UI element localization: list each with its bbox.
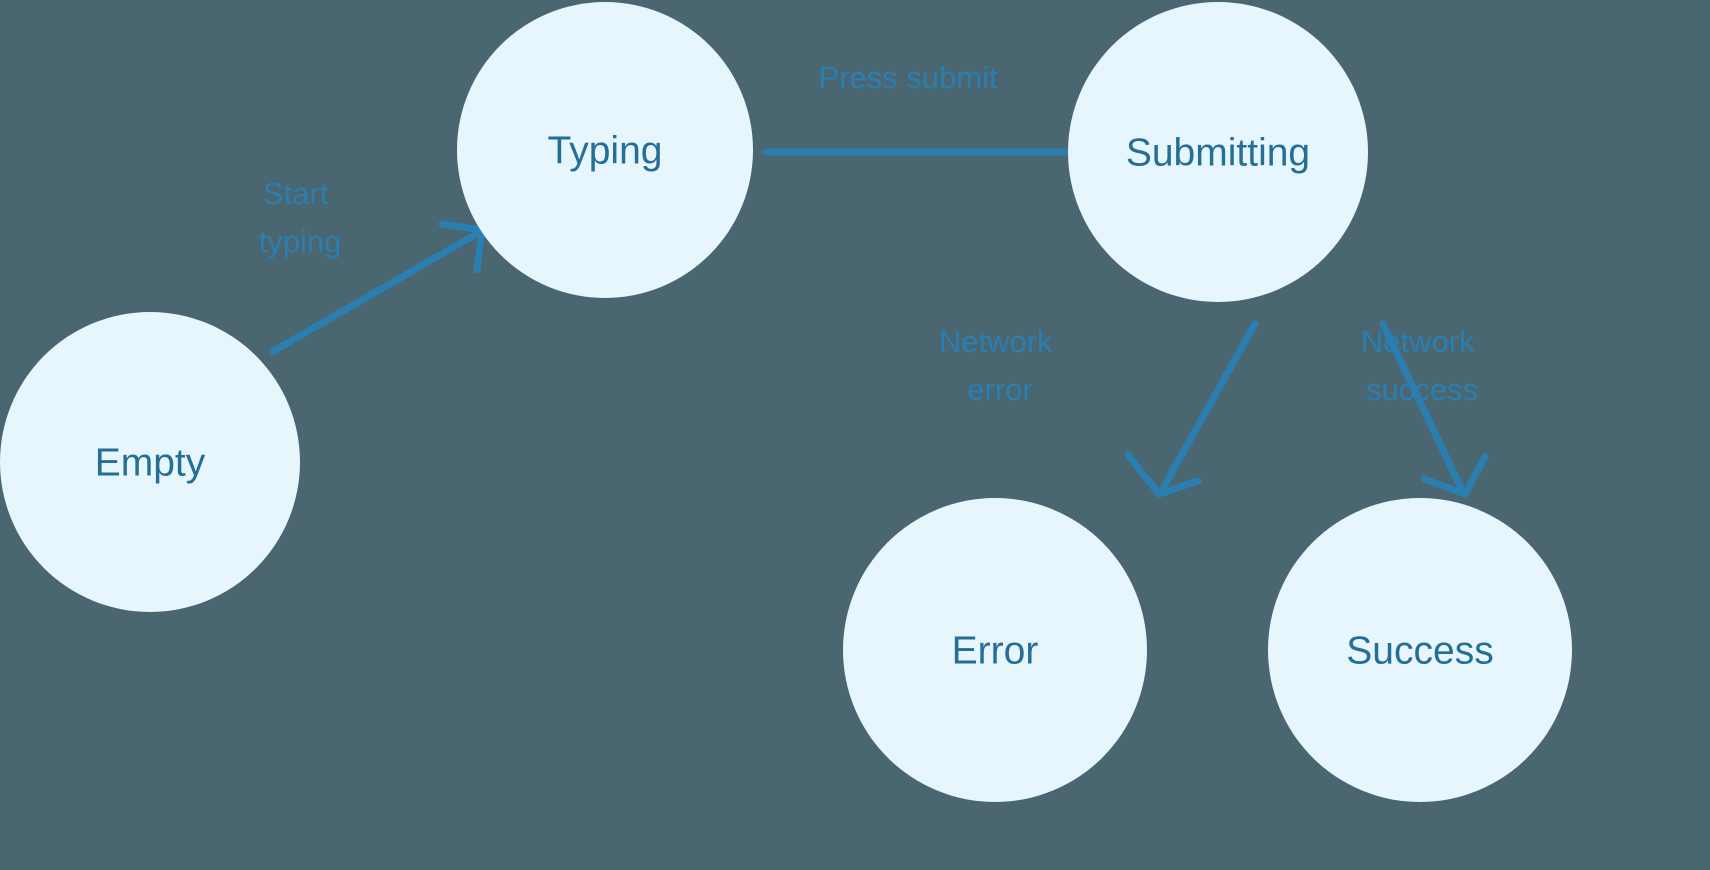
edge-label-line: Start	[263, 176, 329, 211]
state-label-typing: Typing	[548, 129, 663, 172]
state-node-success[interactable]: Success	[1268, 498, 1572, 802]
edge-label-line: success	[1366, 372, 1478, 407]
edge-submitting-to-error: Network error	[939, 320, 1259, 498]
state-circle-submitting[interactable]	[1068, 2, 1368, 302]
edge-label-network-error: Network error	[939, 324, 1061, 407]
state-label-success: Success	[1346, 629, 1493, 672]
state-circle-empty[interactable]	[0, 312, 300, 612]
state-circle-success[interactable]	[1268, 498, 1572, 802]
edge-line-submitting-to-success	[1379, 320, 1465, 492]
state-node-typing[interactable]: Typing	[457, 2, 753, 298]
edge-label-line: Network	[939, 324, 1053, 359]
state-node-submitting[interactable]: Submitting	[1068, 2, 1368, 302]
edge-line-empty-to-typing	[268, 229, 482, 356]
arrowhead-icon-submitting-to-error	[1124, 451, 1202, 498]
edge-submitting-to-success: Network success	[1361, 320, 1489, 498]
edge-empty-to-typing: Start typing	[259, 176, 486, 356]
edge-typing-to-submitting: Press submit	[762, 60, 1147, 187]
edge-label-line: error	[967, 372, 1032, 407]
state-circle-error[interactable]	[843, 498, 1147, 802]
edge-label-line: typing	[259, 224, 342, 259]
edge-label-line: Network	[1361, 324, 1475, 359]
edge-line-submitting-to-error	[1159, 320, 1259, 492]
state-label-error: Error	[952, 629, 1039, 672]
edge-label-network-success: Network success	[1361, 324, 1483, 407]
state-node-error[interactable]: Error	[843, 498, 1147, 802]
edge-label-line: Press submit	[818, 60, 998, 95]
edge-label-press-submit: Press submit	[818, 60, 998, 95]
state-label-submitting: Submitting	[1126, 131, 1310, 174]
state-circle-typing[interactable]	[457, 2, 753, 298]
arrowhead-icon-submitting-to-success	[1420, 453, 1489, 498]
edge-label-start-typing: Start typing	[259, 176, 342, 259]
state-label-empty: Empty	[95, 441, 206, 484]
state-node-empty[interactable]: Empty	[0, 312, 300, 612]
